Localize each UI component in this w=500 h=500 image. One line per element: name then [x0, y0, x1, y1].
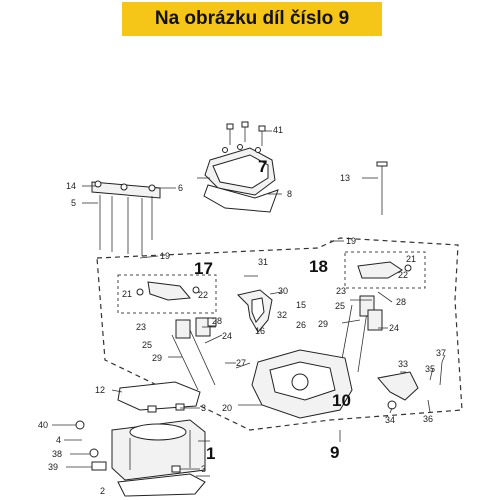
leader-lines	[52, 177, 446, 477]
label-35: 35	[425, 364, 435, 374]
label-21-right: 21	[406, 254, 416, 264]
valves-left	[171, 317, 217, 391]
label-4: 4	[56, 435, 61, 445]
washer-38	[89, 448, 99, 458]
part-number-banner: Na obrázku díl číslo 9	[122, 2, 382, 36]
label-3-upper: 3	[201, 403, 206, 413]
label-15: 15	[296, 300, 306, 310]
label-23-right: 23	[336, 286, 346, 296]
label-2: 2	[100, 486, 105, 496]
cam-chain-guide	[237, 289, 273, 333]
label-8: 8	[287, 189, 292, 199]
long-bolt	[376, 161, 388, 215]
label-19-left: 19	[160, 251, 170, 261]
label-29-left: 29	[152, 353, 162, 363]
part-18-outline	[344, 251, 426, 289]
head-gasket	[117, 381, 201, 411]
label-32: 32	[277, 310, 287, 320]
label-13: 13	[340, 173, 350, 183]
label-30: 30	[278, 286, 288, 296]
label-23-left: 23	[136, 322, 146, 332]
dowel-pin	[147, 405, 157, 413]
part-17-outline	[117, 274, 217, 314]
label-7: 7	[258, 157, 267, 176]
base-gasket	[117, 473, 206, 497]
label-27: 27	[236, 358, 246, 368]
label-5: 5	[71, 198, 76, 208]
label-22-left: 22	[198, 290, 208, 300]
label-10: 10	[332, 391, 351, 410]
dowel-pin	[171, 465, 181, 473]
bolts-41	[226, 121, 266, 146]
valve-cover	[204, 144, 276, 196]
valve-cover-gasket	[203, 184, 279, 213]
cylinder-block	[111, 419, 206, 481]
label-16: 16	[255, 326, 265, 336]
banner-text: Na obrázku díl číslo 9	[154, 8, 350, 29]
label-3-lower: 3	[201, 464, 206, 474]
label-26: 26	[296, 320, 306, 330]
valves-right	[339, 295, 383, 373]
label-14: 14	[66, 181, 76, 191]
label-34: 34	[385, 415, 395, 425]
rocker-arm-right	[357, 261, 412, 279]
label-33: 33	[398, 359, 408, 369]
label-25-left: 25	[142, 340, 152, 350]
label-9: 9	[330, 443, 339, 462]
plug-40	[75, 420, 85, 430]
label-31: 31	[258, 257, 268, 267]
label-18: 18	[309, 257, 328, 276]
label-21-left: 21	[122, 289, 132, 299]
label-22-right: 22	[398, 270, 408, 280]
label-37: 37	[436, 348, 446, 358]
label-19-right: 19	[346, 236, 356, 246]
label-39: 39	[48, 462, 58, 472]
label-29-right: 29	[318, 319, 328, 329]
label-40: 40	[38, 420, 48, 430]
label-38: 38	[52, 449, 62, 459]
fitting-39	[91, 461, 107, 471]
label-36: 36	[423, 414, 433, 424]
label-24-right: 24	[389, 323, 399, 333]
label-6: 6	[178, 183, 183, 193]
label-17: 17	[194, 259, 213, 278]
cylinder-studs	[91, 180, 161, 256]
label-41: 41	[273, 125, 283, 135]
label-1: 1	[206, 444, 215, 463]
cylinder-head	[251, 349, 353, 419]
rocker-arm-left	[136, 281, 200, 301]
label-12: 12	[95, 385, 105, 395]
label-28-left: 28	[212, 316, 222, 326]
dowel-pin	[175, 403, 185, 411]
label-28-right: 28	[396, 297, 406, 307]
decompressor-assembly	[377, 361, 443, 410]
label-25-right: 25	[335, 301, 345, 311]
label-24-left: 24	[222, 331, 232, 341]
label-20: 20	[222, 403, 232, 413]
